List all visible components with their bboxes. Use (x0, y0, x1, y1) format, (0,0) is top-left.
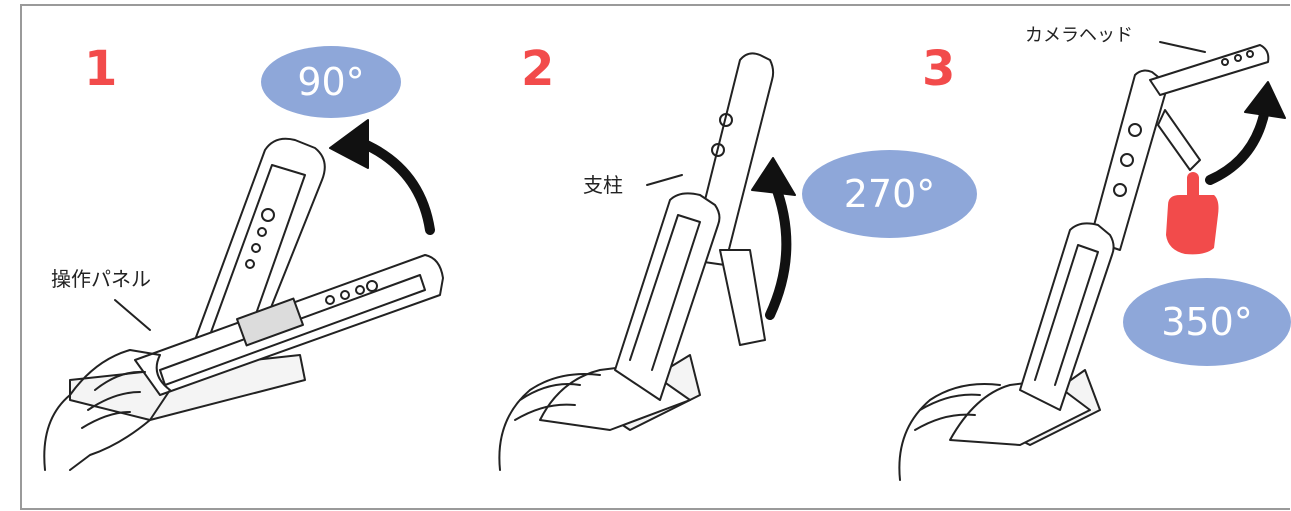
step-number-2: 2 (521, 41, 555, 97)
step3-device (898, 41, 1286, 481)
step-number-3: 3 (922, 41, 956, 97)
angle-badge-270: 270° (802, 150, 977, 238)
pillar-label: 支柱 (583, 173, 623, 197)
frame-border (20, 4, 1290, 510)
step1-device (43, 119, 444, 471)
step-number-1: 1 (84, 41, 118, 97)
operation-panel-label: 操作パネル (51, 267, 151, 291)
step2-device (498, 52, 796, 471)
angle-badge-350: 350° (1123, 278, 1291, 366)
camera-head-label: カメラヘッド (1025, 25, 1133, 46)
angle-badge-90: 90° (261, 46, 401, 118)
pointing-finger-icon (1166, 172, 1219, 255)
